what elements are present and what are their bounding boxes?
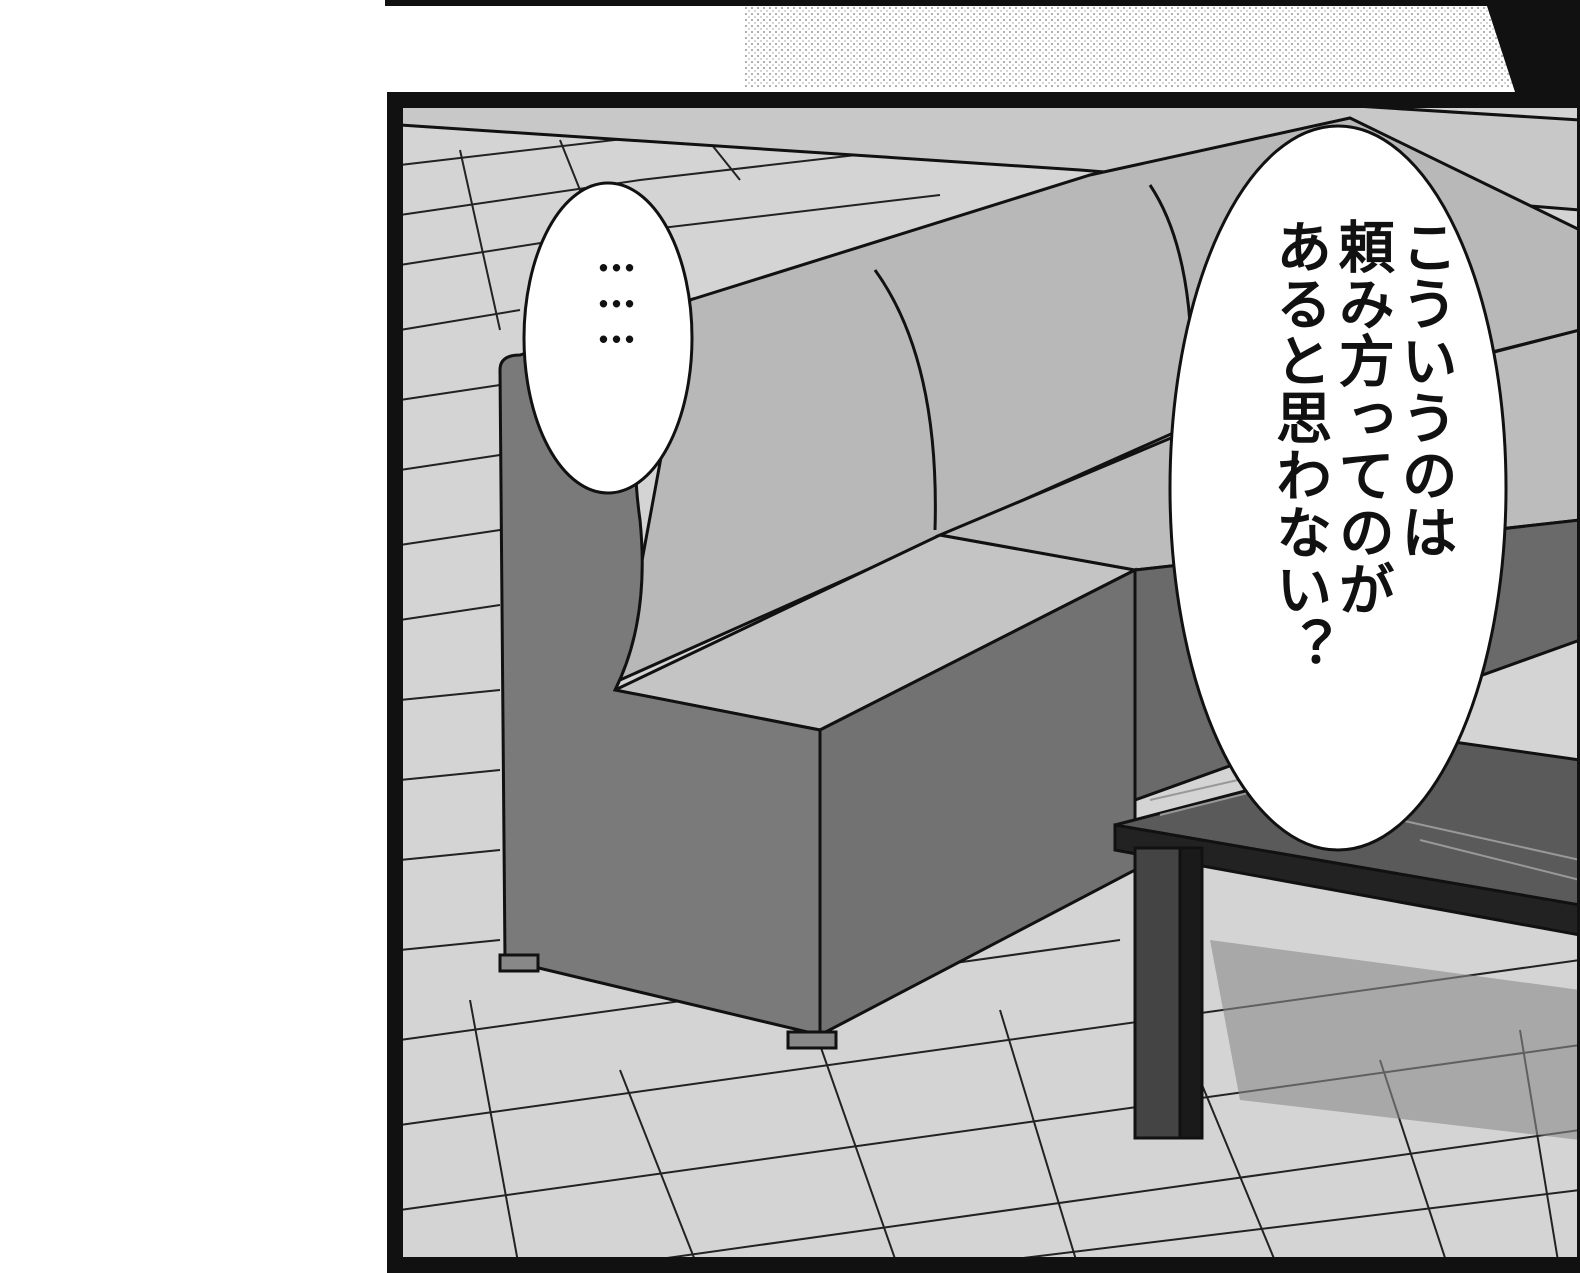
- speech-bubble-right: [1168, 124, 1508, 852]
- speech-bubble-left: [522, 181, 694, 495]
- main-panel: [387, 92, 1580, 1273]
- previous-panel-strip: [385, 0, 1580, 92]
- panel-border: [387, 92, 1580, 1273]
- speech-bubble-right-text: こういうのは 頼み方ってのが あると思わない？: [1266, 218, 1458, 675]
- speech-bubble-left-text: ………: [593, 234, 640, 342]
